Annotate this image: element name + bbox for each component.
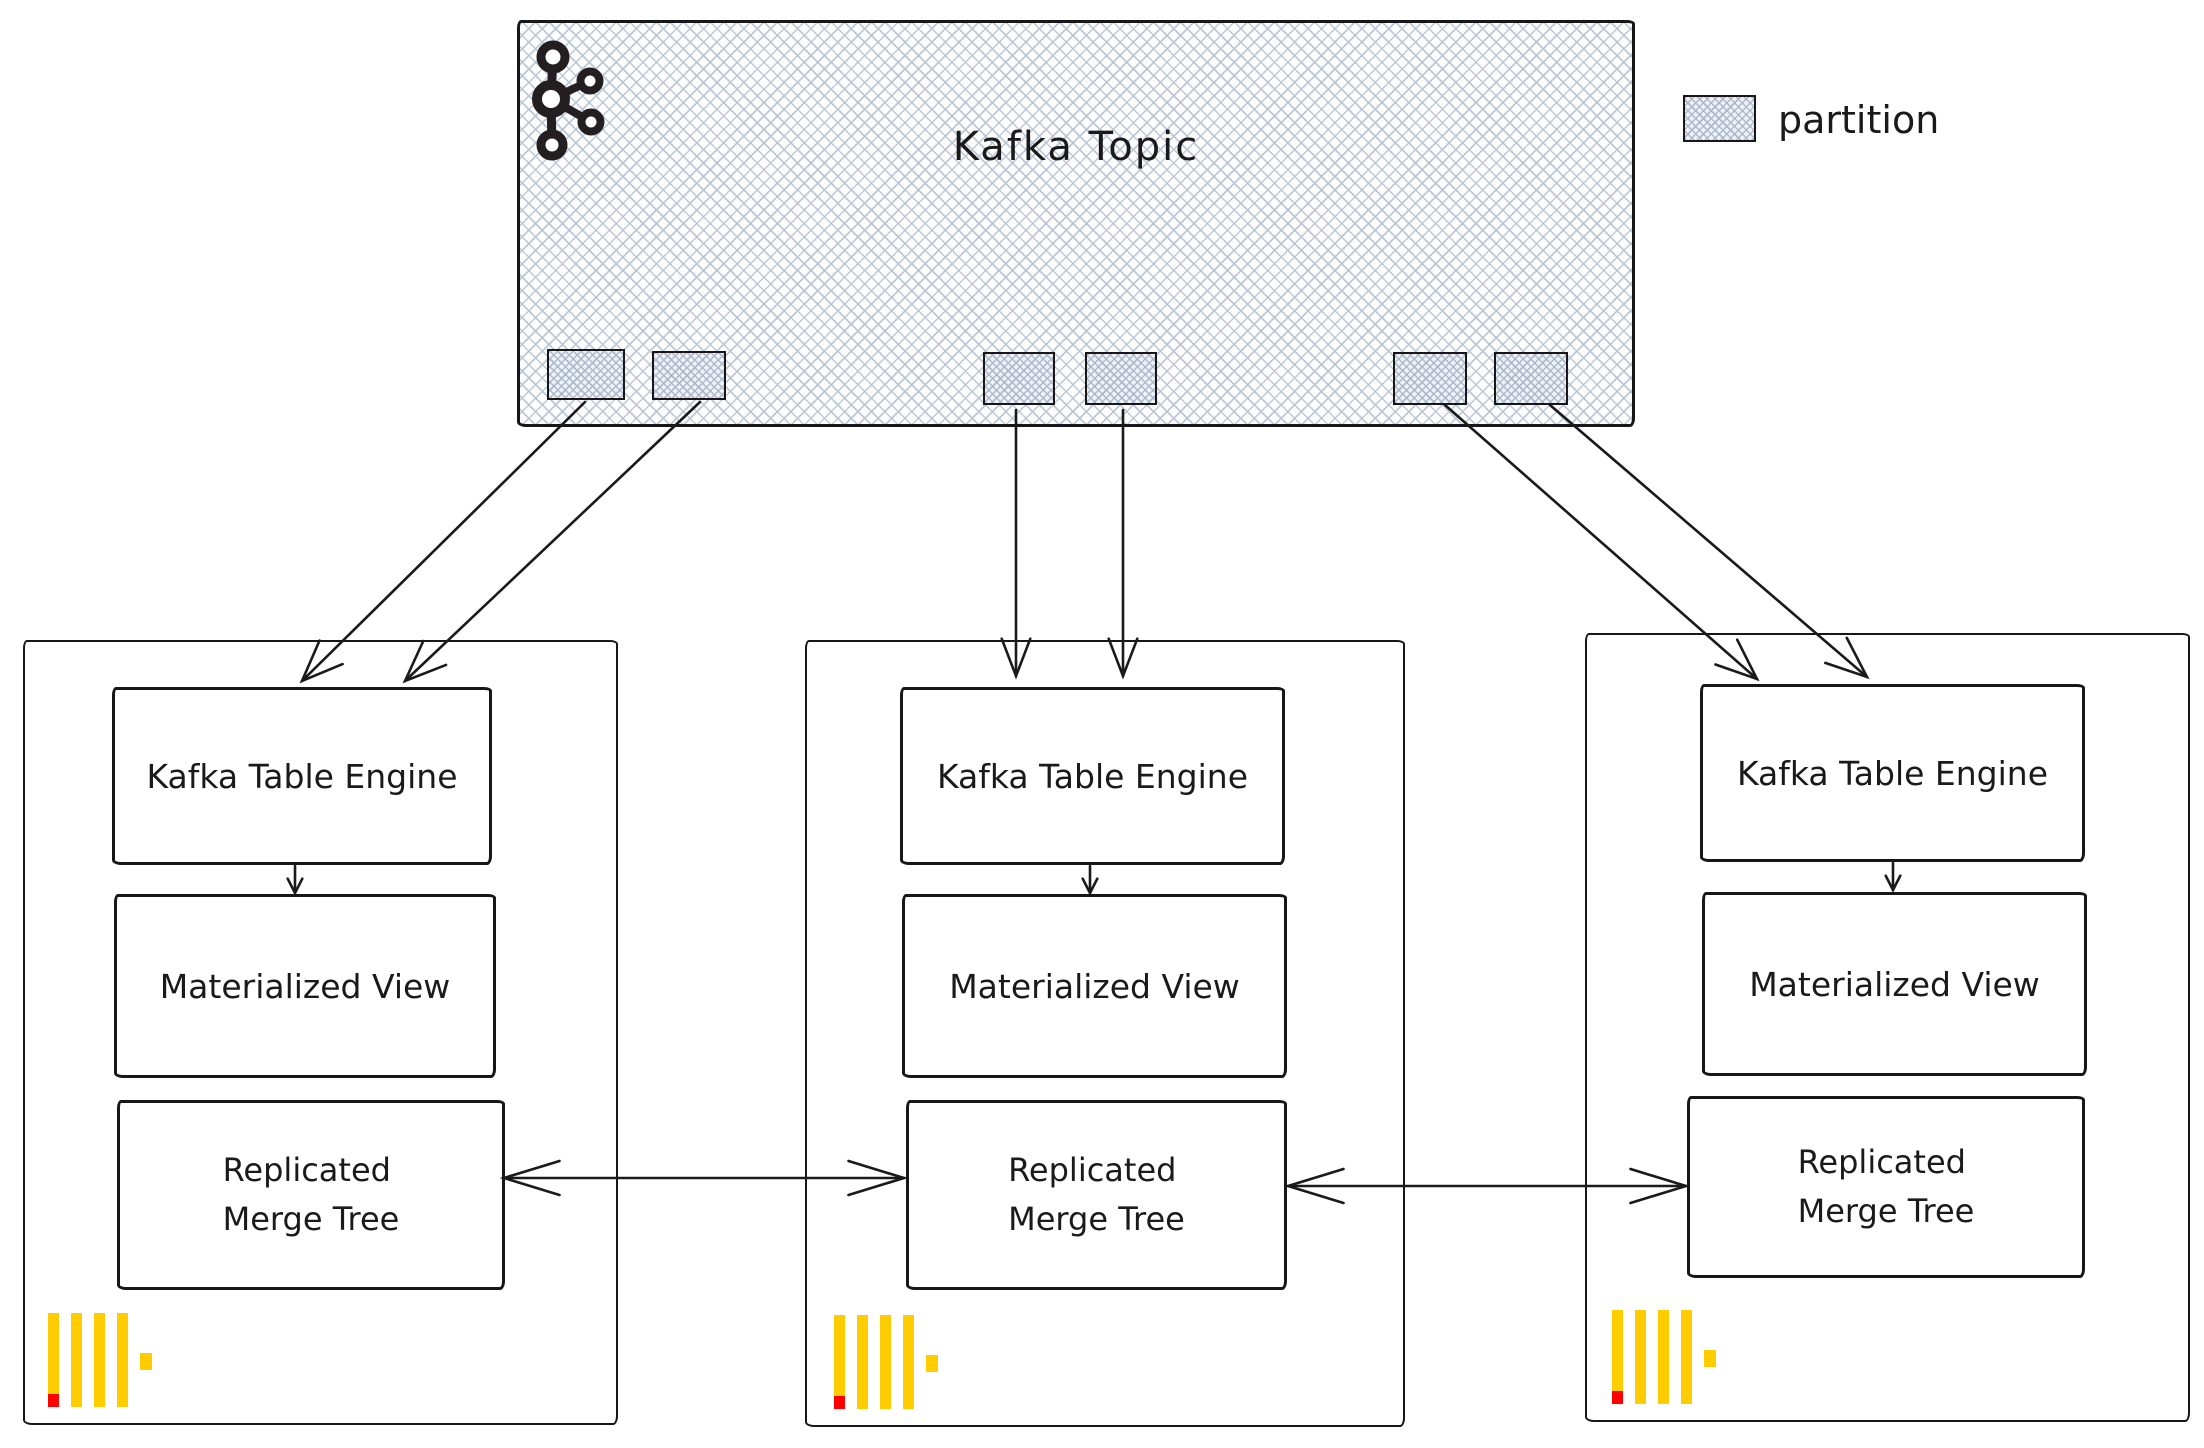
clickhouse-red-mark — [1612, 1391, 1623, 1404]
replicated-merge-tree-label: Replicated Merge Tree — [1797, 1143, 1975, 1230]
clickhouse-short-bar — [926, 1355, 938, 1372]
clickhouse-bar — [1681, 1310, 1692, 1404]
partition-square — [547, 349, 625, 400]
replicated-merge-tree-box: Replicated Merge Tree — [1687, 1096, 2085, 1278]
partition-swatch-icon — [1683, 95, 1756, 142]
clickhouse-logo-icon — [1612, 1310, 1718, 1404]
kafka-table-engine-label: Kafka Table Engine — [1736, 753, 2049, 793]
materialized-view-label: Materialized View — [159, 966, 451, 1006]
partition-square — [1085, 352, 1157, 405]
materialized-view-label: Materialized View — [1749, 964, 2040, 1004]
replicated-merge-tree-box: Replicated Merge Tree — [117, 1100, 505, 1290]
materialized-view-box: Materialized View — [114, 894, 496, 1078]
partition-square — [983, 352, 1055, 405]
partition-square — [1393, 352, 1467, 405]
clickhouse-bar — [903, 1315, 914, 1409]
clickhouse-bar — [94, 1313, 105, 1407]
kafka-table-engine-box: Kafka Table Engine — [112, 687, 492, 865]
materialized-view-label: Materialized View — [949, 966, 1240, 1006]
clickhouse-logo-icon — [834, 1315, 940, 1409]
kafka-table-engine-label: Kafka Table Engine — [936, 756, 1249, 796]
clickhouse-bar — [48, 1313, 59, 1407]
partition-square — [1494, 352, 1568, 405]
clickhouse-bar — [117, 1313, 128, 1407]
legend-label: partition — [1778, 98, 1940, 142]
replicated-merge-tree-label: Replicated Merge Tree — [1008, 1151, 1185, 1238]
kafka-logo-icon — [532, 40, 605, 161]
replicated-merge-tree-box: Replicated Merge Tree — [906, 1100, 1287, 1290]
clickhouse-bar — [1612, 1310, 1623, 1404]
clickhouse-bar — [880, 1315, 891, 1409]
clickhouse-short-bar — [140, 1353, 152, 1370]
clickhouse-bar — [834, 1315, 845, 1409]
clickhouse-bar — [1658, 1310, 1669, 1404]
kafka-table-engine-box: Kafka Table Engine — [900, 687, 1285, 865]
clickhouse-red-mark — [834, 1396, 845, 1409]
replicated-merge-tree-label: Replicated Merge Tree — [222, 1151, 400, 1238]
materialized-view-box: Materialized View — [902, 894, 1287, 1078]
clickhouse-bar — [1635, 1310, 1646, 1404]
kafka-table-engine-box: Kafka Table Engine — [1700, 684, 2085, 862]
materialized-view-box: Materialized View — [1702, 892, 2087, 1076]
clickhouse-logo-icon — [48, 1313, 154, 1407]
clickhouse-bar — [857, 1315, 868, 1409]
clickhouse-red-mark — [48, 1394, 59, 1407]
kafka-table-engine-label: Kafka Table Engine — [146, 756, 458, 796]
clickhouse-bar — [71, 1313, 82, 1407]
clickhouse-short-bar — [1704, 1350, 1716, 1367]
kafka-topic-title: Kafka Topic — [952, 124, 1200, 170]
partition-square — [652, 351, 726, 400]
